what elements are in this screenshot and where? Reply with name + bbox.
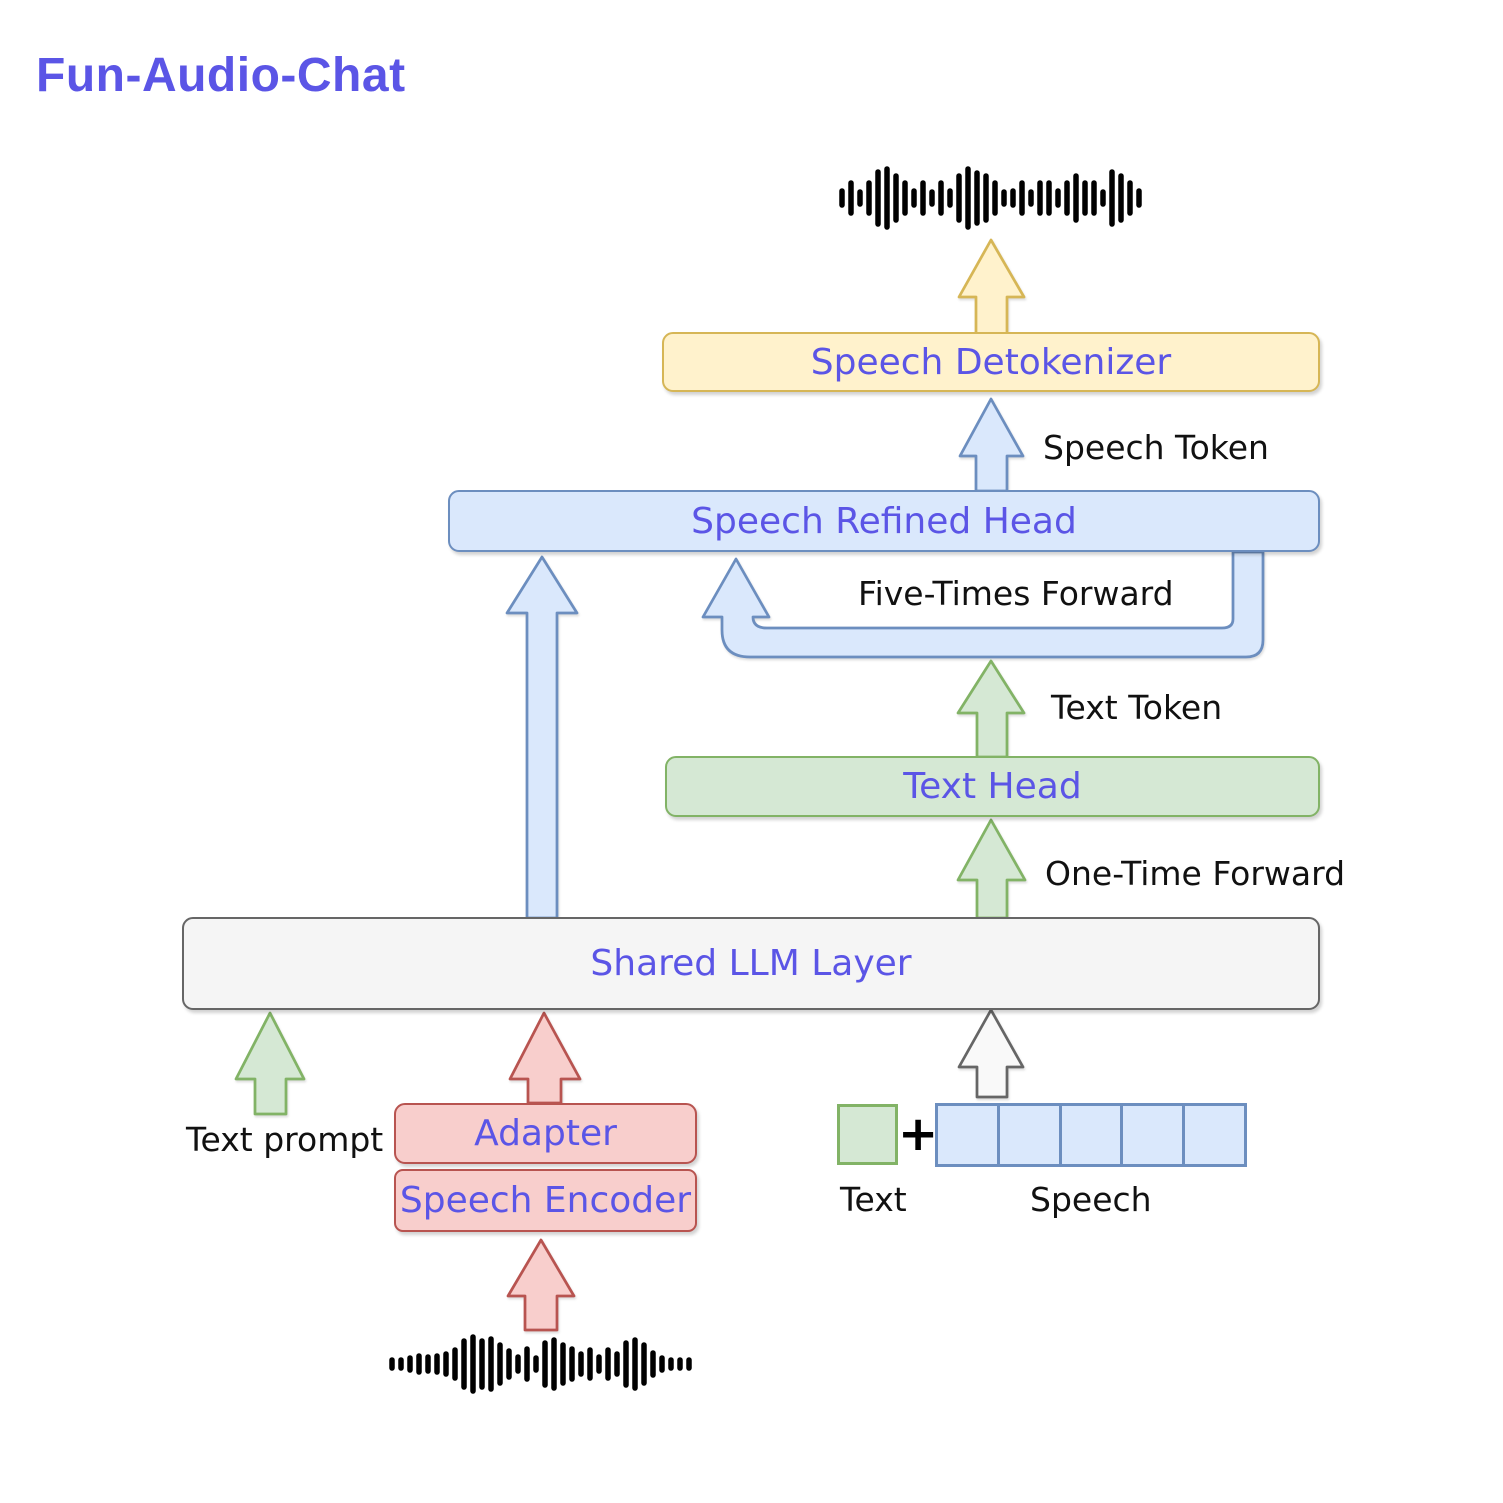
speech-token-row (935, 1103, 1247, 1167)
speech-token-cell (996, 1106, 1059, 1164)
speech-encoder-label: Speech Encoder (399, 1180, 692, 1221)
shared-llm-layer-box: Shared LLM Layer (182, 917, 1320, 1010)
speech-token-cell (1120, 1106, 1183, 1164)
speech-encoder-box: Speech Encoder (394, 1169, 697, 1232)
five-times-forward-loop-arrow (701, 550, 1265, 659)
plus-sign: + (898, 1106, 939, 1162)
output-waveform-icon (839, 166, 1142, 230)
token-input-arrow (957, 1008, 1025, 1099)
text-prompt-arrow (234, 1011, 306, 1116)
adapter-box: Adapter (394, 1103, 697, 1164)
speech-refined-head-box: Speech Refined Head (448, 490, 1320, 552)
text-head-label: Text Head (903, 766, 1082, 807)
one-time-forward-arrow (956, 818, 1027, 920)
text-token-arrow (956, 659, 1026, 759)
detokenizer-output-arrow (957, 238, 1026, 336)
audio-to-encoder-arrow (506, 1238, 576, 1332)
text-prompt-annotation: Text prompt (186, 1120, 384, 1159)
page-title: Fun-Audio-Chat (36, 49, 406, 102)
speech-token-arrow (958, 397, 1025, 493)
speech-detokenizer-box: Speech Detokenizer (662, 332, 1320, 392)
five-times-forward-annotation: Five-Times Forward (858, 574, 1174, 613)
speech-token-cell (1058, 1106, 1121, 1164)
adapter-to-llm-arrow (508, 1011, 582, 1105)
one-time-forward-annotation: One-Time Forward (1045, 854, 1346, 893)
speech-token-cell (938, 1106, 997, 1164)
speech-token-annotation: Speech Token (1043, 428, 1269, 467)
shared-llm-layer-label: Shared LLM Layer (590, 943, 912, 984)
llm-to-refined-head-arrow (505, 555, 579, 920)
speech-detokenizer-label: Speech Detokenizer (810, 341, 1172, 383)
speech-token-caption: Speech (1030, 1180, 1152, 1219)
adapter-label: Adapter (474, 1113, 617, 1154)
text-token-annotation: Text Token (1051, 688, 1223, 727)
speech-token-cell (1182, 1106, 1244, 1164)
input-waveform-icon (389, 1334, 692, 1394)
text-token-square (837, 1104, 898, 1165)
text-head-box: Text Head (665, 756, 1320, 817)
speech-refined-head-label: Speech Refined Head (691, 500, 1077, 542)
text-token-caption: Text (840, 1180, 907, 1219)
